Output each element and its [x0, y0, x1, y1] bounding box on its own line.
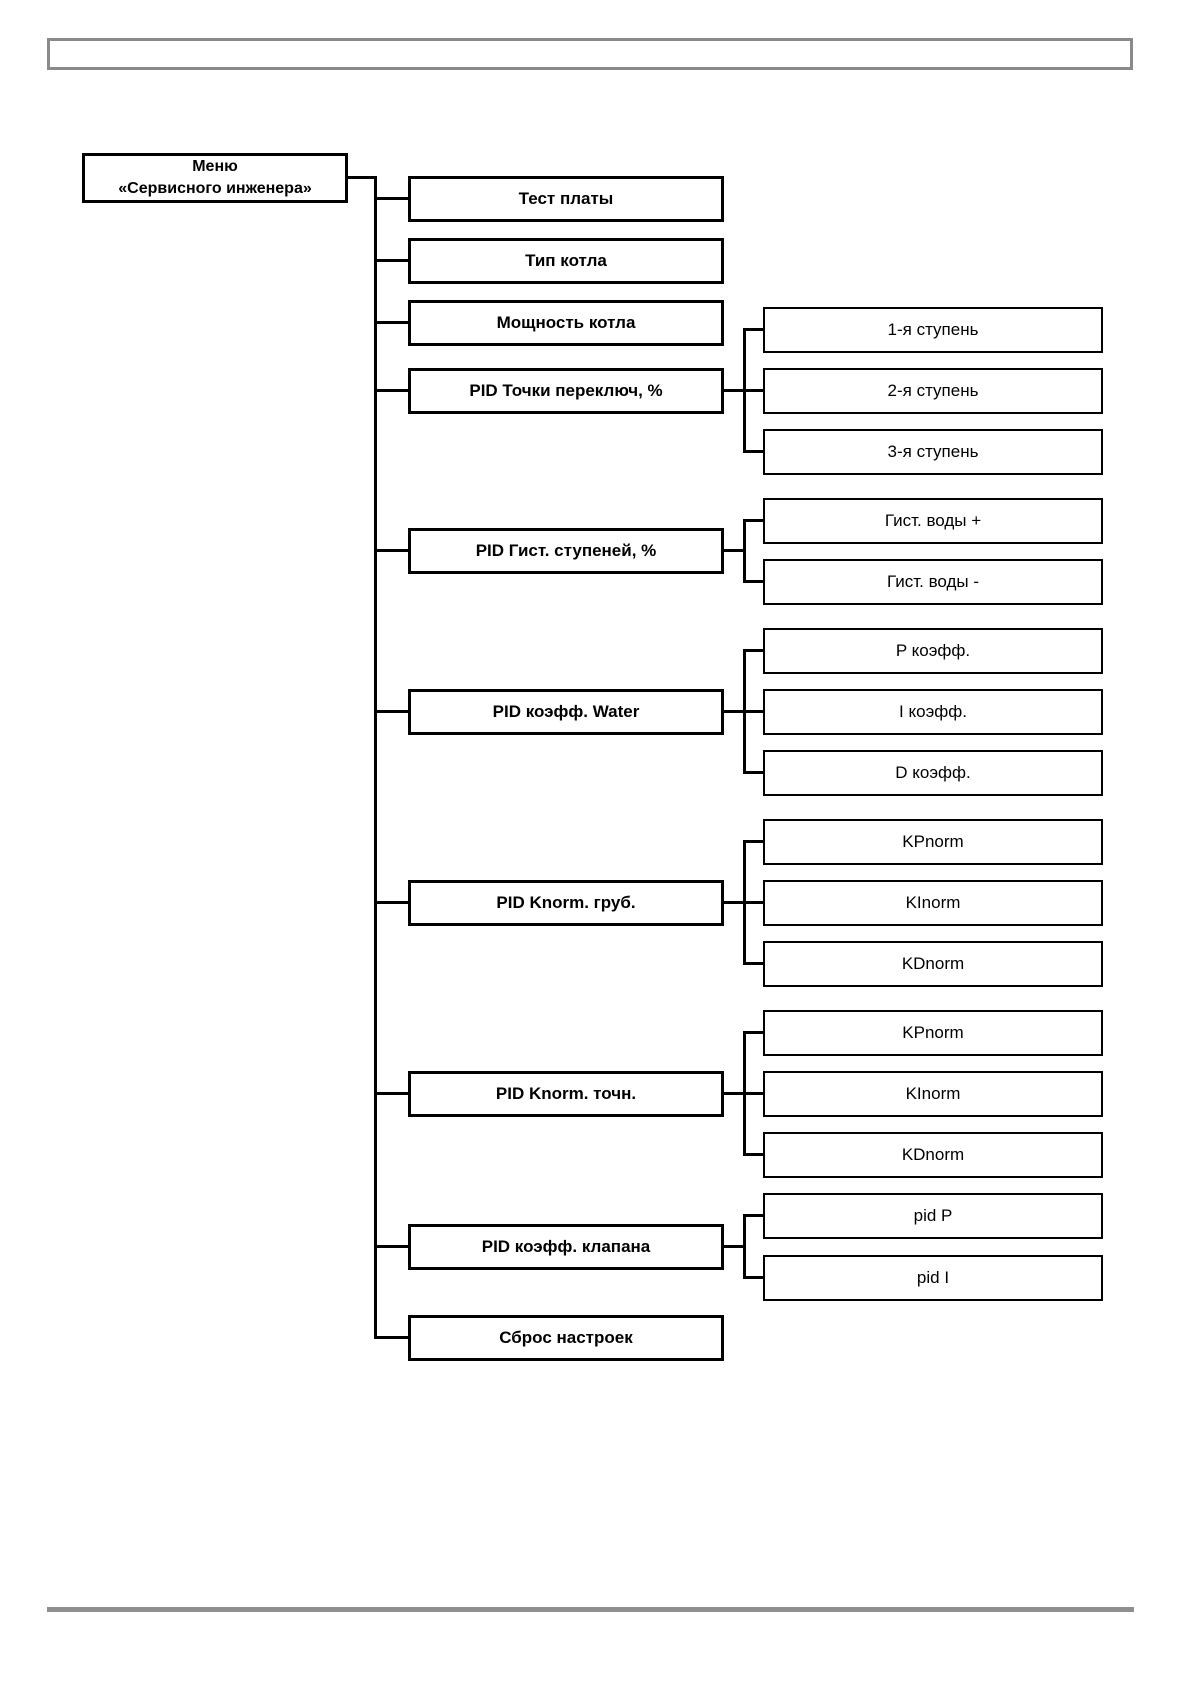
node-pid-knorm-grub: PID Knorm. груб. [408, 880, 724, 926]
stub-line-kinorm-1 [744, 901, 763, 904]
node-pid-gist: PID Гист. ступеней, % [408, 528, 724, 574]
stub-line-i-koeff [744, 710, 763, 713]
stub-line-stage3 [744, 450, 763, 453]
stub-line-kpnorm-1 [744, 840, 763, 843]
stub-line-kpnorm-2 [744, 1031, 763, 1034]
branch-line-pid-tochki [724, 389, 746, 392]
subnode-kinorm-1: KInorm [763, 880, 1103, 926]
stem-line-pid-gist [743, 519, 746, 583]
stub-line-pid-koeff-klapana [374, 1245, 408, 1248]
stub-line-pid-knorm-tochn [374, 1092, 408, 1095]
subnode-kpnorm-2: KPnorm [763, 1010, 1103, 1056]
root-connector-line [347, 176, 377, 179]
stub-line-moshchnost-kotla [374, 321, 408, 324]
stub-line-kdnorm-1 [744, 962, 763, 965]
branch-line-pid-knorm-tochn [724, 1092, 746, 1095]
branch-line-pid-koeff-klapana [724, 1245, 746, 1248]
stub-line-pid-koeff-water [374, 710, 408, 713]
page-header-frame [47, 38, 1133, 70]
stub-line-pid-knorm-grub [374, 901, 408, 904]
subnode-stage2: 2-я ступень [763, 368, 1103, 414]
stub-line-tip-kotla [374, 259, 408, 262]
subnode-d-koeff: D коэфф. [763, 750, 1103, 796]
subnode-kpnorm-1: KPnorm [763, 819, 1103, 865]
trunk-line [374, 176, 377, 1339]
subnode-kdnorm-1: KDnorm [763, 941, 1103, 987]
node-sbros-nastroek: Сброс настроек [408, 1315, 724, 1361]
subnode-i-koeff: I коэфф. [763, 689, 1103, 735]
stub-line-pid-i [744, 1276, 763, 1279]
stub-line-p-koeff [744, 649, 763, 652]
subnode-p-koeff: P коэфф. [763, 628, 1103, 674]
stub-line-stage1 [744, 328, 763, 331]
branch-line-pid-gist [724, 549, 746, 552]
node-moshchnost-kotla: Мощность котла [408, 300, 724, 346]
stub-line-gist-plus [744, 519, 763, 522]
subnode-stage1: 1-я ступень [763, 307, 1103, 353]
subnode-pid-p: pid P [763, 1193, 1103, 1239]
node-pid-koeff-klapana: PID коэфф. клапана [408, 1224, 724, 1270]
branch-line-pid-koeff-water [724, 710, 746, 713]
subnode-gist-plus: Гист. воды + [763, 498, 1103, 544]
node-pid-koeff-water: PID коэфф. Water [408, 689, 724, 735]
root-label-line2: «Сервисного инженера» [118, 180, 312, 197]
stub-line-kdnorm-2 [744, 1153, 763, 1156]
stub-line-kinorm-2 [744, 1092, 763, 1095]
footer-rule [47, 1607, 1134, 1612]
stub-line-sbros-nastroek [374, 1336, 408, 1339]
stub-line-test-platy [374, 197, 408, 200]
stub-line-stage2 [744, 389, 763, 392]
branch-line-pid-knorm-grub [724, 901, 746, 904]
subnode-kdnorm-2: KDnorm [763, 1132, 1103, 1178]
node-test-platy: Тест платы [408, 176, 724, 222]
subnode-pid-i: pid I [763, 1255, 1103, 1301]
subnode-gist-minus: Гист. воды - [763, 559, 1103, 605]
subnode-kinorm-2: KInorm [763, 1071, 1103, 1117]
stem-line-pid-koeff-klapana [743, 1214, 746, 1279]
node-pid-tochki: PID Точки переключ, % [408, 368, 724, 414]
stub-line-pid-tochki [374, 389, 408, 392]
subnode-stage3: 3-я ступень [763, 429, 1103, 475]
node-root-service-engineer-menu: Меню «Сервисного инженера» [82, 153, 348, 203]
stub-line-gist-minus [744, 580, 763, 583]
stub-line-d-koeff [744, 771, 763, 774]
node-pid-knorm-tochn: PID Knorm. точн. [408, 1071, 724, 1117]
node-tip-kotla: Тип котла [408, 238, 724, 284]
root-label-line1: Меню [192, 158, 238, 176]
stub-line-pid-gist [374, 549, 408, 552]
stub-line-pid-p [744, 1214, 763, 1217]
